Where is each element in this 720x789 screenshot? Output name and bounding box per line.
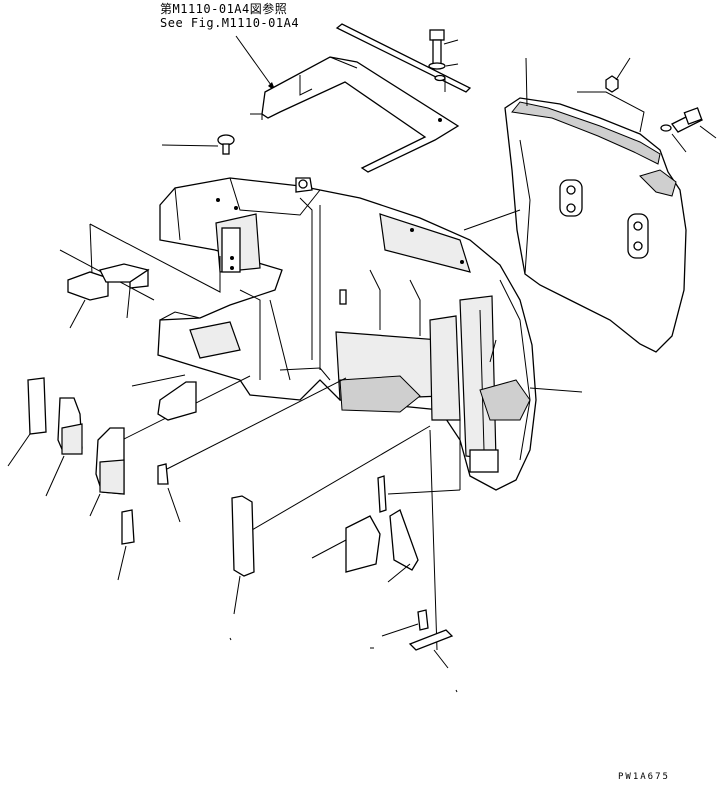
left-plates [7, 377, 181, 581]
bolt-and-washer [428, 29, 459, 92]
reference-label-japanese: 第M1110-01A4図参照 [160, 2, 288, 16]
nut-and-bolt [577, 57, 717, 153]
push-rivet [161, 134, 235, 155]
long-strip [335, 23, 472, 93]
counterweight-body [157, 177, 537, 491]
pad-block [157, 381, 197, 421]
floor-frame [250, 56, 460, 173]
tick-marks [229, 637, 458, 693]
small-pieces-lower [370, 609, 454, 669]
bracket-plates [311, 475, 419, 583]
side-cover-panel [504, 57, 687, 353]
reference-label-english: See Fig.M1110-01A4 [160, 16, 300, 30]
long-bar [231, 495, 255, 615]
block-pair-upper [67, 263, 150, 329]
drawing-code: PW1A675 [618, 772, 670, 782]
reference-arrow [235, 35, 277, 93]
